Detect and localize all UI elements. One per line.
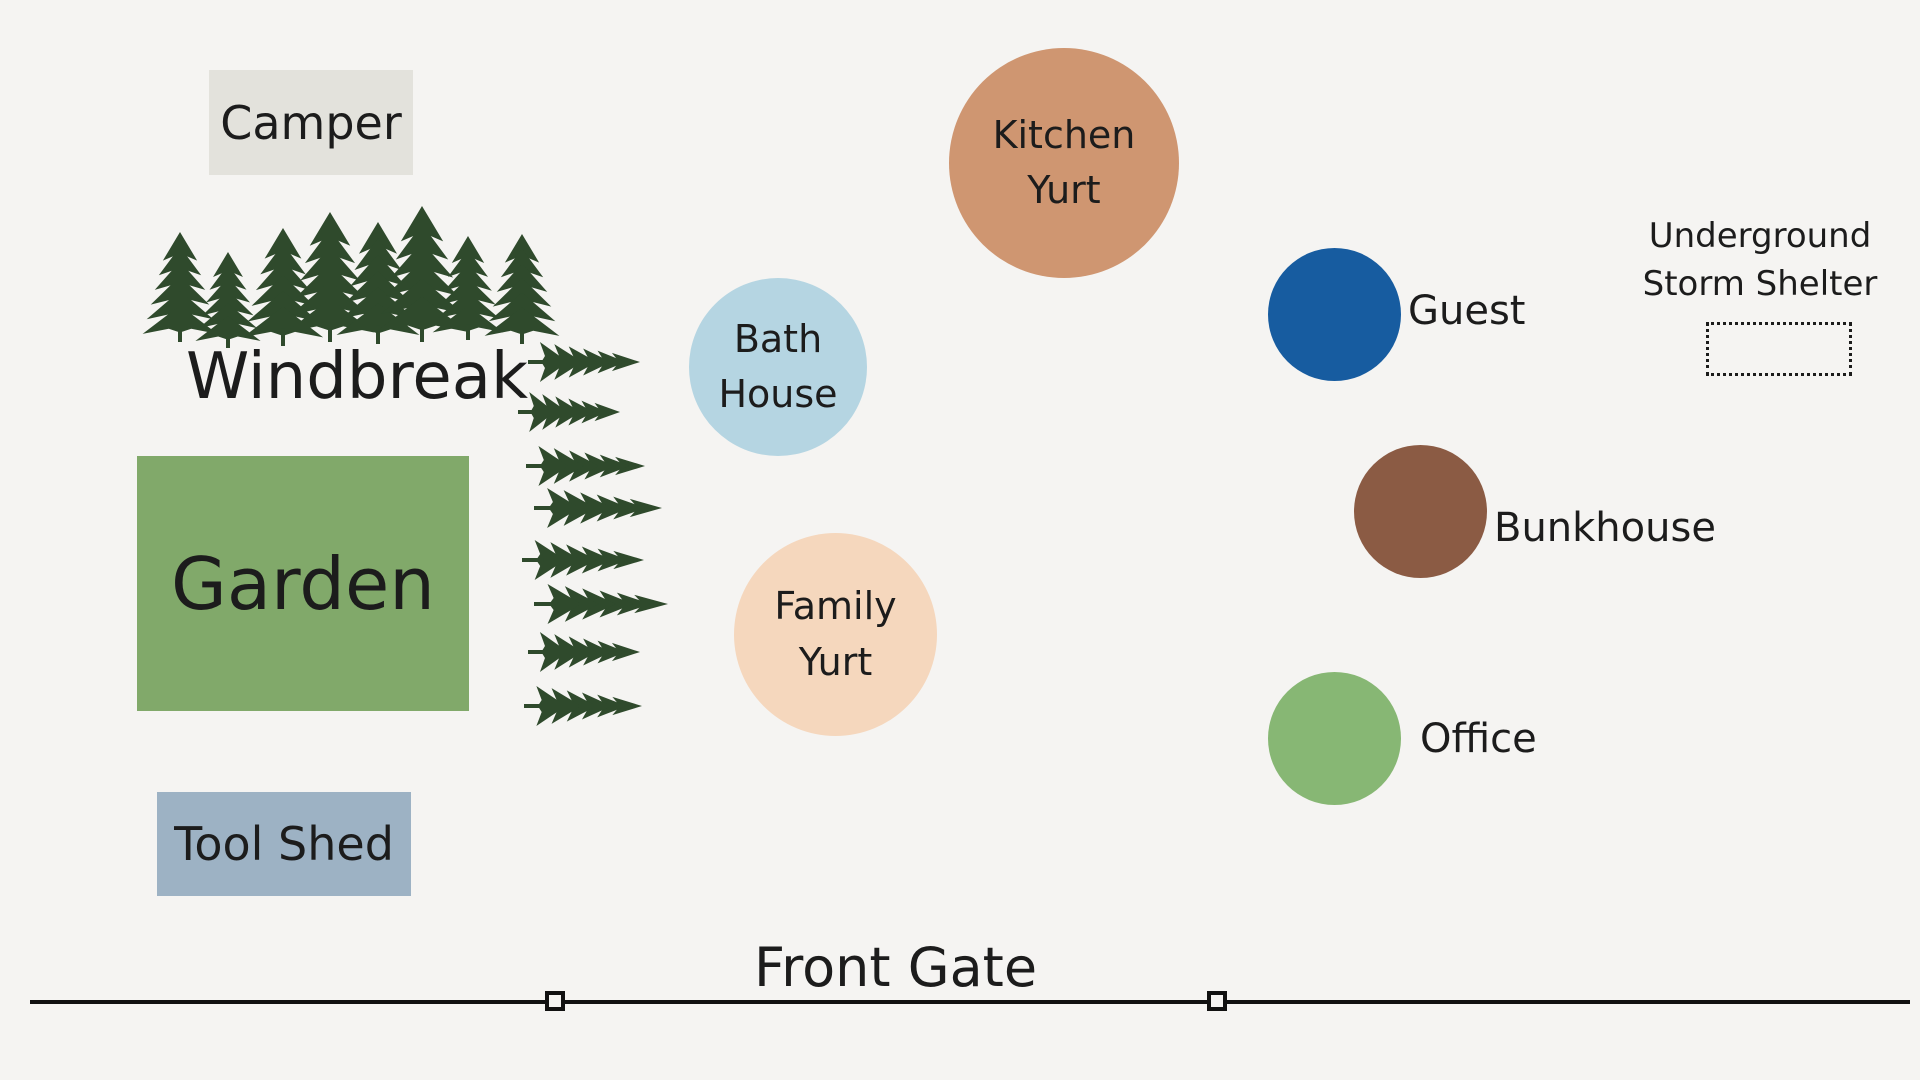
windbreak-tree-4: [285, 212, 375, 342]
kitchen-yurt-label-line2: Yurt: [1027, 168, 1101, 212]
windbreak-side-tree-4: [534, 488, 662, 528]
windbreak-side-tree-1: [528, 342, 640, 382]
windbreak-side-tree-2: [518, 392, 620, 432]
windbreak-tree-1: [142, 232, 218, 342]
office-circle: [1268, 672, 1401, 805]
office-label: Office: [1420, 716, 1537, 762]
windbreak-tree-3: [242, 228, 324, 346]
gate-post-right: [1207, 991, 1227, 1011]
tool-shed-label: Tool Shed: [174, 817, 394, 871]
windbreak-tree-7: [432, 236, 504, 340]
family-yurt: Family Yurt: [734, 533, 937, 736]
family-yurt-label-line1: Family: [774, 584, 897, 629]
guest-label: Guest: [1408, 288, 1526, 334]
windbreak-side-tree-7: [528, 632, 640, 672]
bath-house: Bath House: [689, 278, 867, 456]
garden: Garden: [137, 456, 469, 711]
windbreak-tree-6: [375, 206, 469, 342]
windbreak-side-tree-5: [522, 540, 644, 580]
bath-house-label-line1: Bath: [733, 316, 823, 361]
windbreak-side-tree-8: [524, 686, 642, 726]
windbreak-side-tree-3: [526, 446, 645, 486]
gate-post-left: [545, 991, 565, 1011]
front-gate-label: Front Gate: [754, 936, 1038, 999]
kitchen-yurt-label-line1: Kitchen: [992, 112, 1136, 157]
storm-shelter-outline: [1706, 322, 1852, 376]
storm-shelter-label: Underground Storm Shelter: [1620, 213, 1900, 308]
windbreak-tree-2: [195, 252, 261, 348]
windbreak-tree-8: [484, 234, 560, 344]
windbreak-label: Windbreak: [186, 340, 529, 414]
garden-label: Garden: [171, 541, 435, 626]
camper: Camper: [209, 70, 413, 175]
bath-house-label-line2: House: [718, 372, 838, 416]
tool-shed: Tool Shed: [157, 792, 411, 896]
guest-circle: [1268, 248, 1401, 381]
camper-label: Camper: [220, 95, 402, 150]
storm-shelter-label-line1: Underground: [1648, 216, 1872, 256]
bunkhouse-label: Bunkhouse: [1494, 505, 1716, 551]
family-yurt-label-line2: Yurt: [798, 639, 873, 684]
windbreak-side-tree-6: [534, 584, 668, 624]
bunkhouse-circle: [1354, 445, 1487, 578]
storm-shelter-label-line2: Storm Shelter: [1642, 263, 1878, 304]
kitchen-yurt: Kitchen Yurt: [949, 48, 1179, 278]
